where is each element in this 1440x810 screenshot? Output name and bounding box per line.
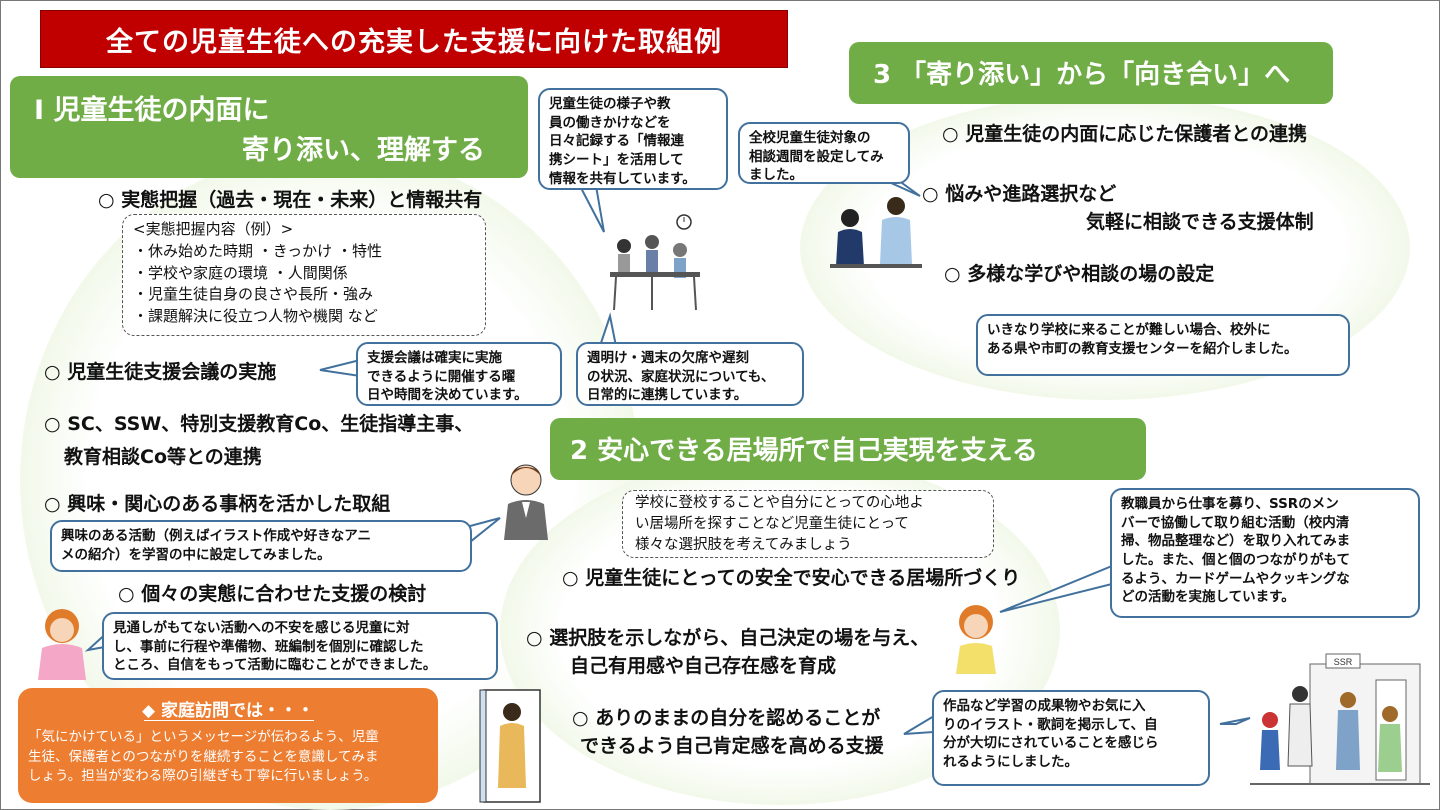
- bubble-consult-week: 全校児童生徒対象の 相談週間を設定してみ ました。: [738, 122, 910, 184]
- assessment-detail-box: <実態把握内容（例）> ・休み始めた時期 ・きっかけ ・特性 ・学校や家庭の環境…: [122, 214, 486, 336]
- item-staff-collaboration-1: ○ SC、SSW、特別支援教育Co、生徒指導主事、: [44, 413, 474, 435]
- counseling-illustration: [830, 197, 922, 268]
- home-visit-underline: [144, 720, 314, 721]
- item-safe-place: ○ 児童生徒にとっての安全で安心できる居場所づくり: [562, 567, 1021, 589]
- section3-heading-text: 3 「寄り添い」から「向き合い」へ: [873, 60, 1291, 90]
- item-individual-support: ○ 個々の実態に合わせた支援の検討: [118, 583, 427, 605]
- bubble-ssr-activities: 教職員から仕事を募り、SSRのメン バーで協働して取り組む活動（校内清 掃、物品…: [1110, 488, 1420, 618]
- item-support-meeting: ○ 児童生徒支援会議の実施: [44, 361, 277, 383]
- section2-heading: 2 安心できる居場所で自己実現を支える: [550, 418, 1146, 480]
- teacher-woman-illustration: [38, 609, 86, 680]
- item-self-decision-2: 自己有用感や自己存在感を育成: [570, 655, 837, 677]
- item-interest-activities: ○ 興味・関心のある事柄を活かした取組: [44, 493, 391, 515]
- section1-heading: Ⅰ 児童生徒の内面に 寄り添い、理解する: [10, 76, 528, 178]
- item-parent-collaboration: ○ 児童生徒の内面に応じた保護者との連携: [942, 123, 1308, 145]
- home-visit-heading: ◆ 家庭訪問では・・・: [142, 701, 314, 721]
- item-learning-places: ○ 多様な学びや相談の場の設定: [944, 263, 1215, 285]
- bubble-anxiety-support: 見通しがもてない活動への不安を感じる児童に対 し、事前に行程や準備物、班編制を個…: [102, 612, 498, 680]
- section3-heading: 3 「寄り添い」から「向き合い」へ: [849, 42, 1333, 104]
- door-visit-illustration: [479, 689, 541, 803]
- bubble-artwork-display: 作品など学習の成果物やお気に入 りのイラスト・歌詞を掲示して、自 分が大切にされ…: [932, 690, 1210, 786]
- ssr-sign-label: SSR: [1334, 657, 1353, 667]
- ssr-room-illustration: SSR: [1250, 653, 1430, 785]
- bubble-absence-tracking: 週明け・週末の欠席や遅刻 の状況、家庭状況についても、 日常的に連携しています。: [576, 342, 804, 406]
- item-consult-system-1: ○ 悩みや進路選択など: [922, 183, 1117, 205]
- bubble-interest-activity: 興味のある活動（例えばイラスト作成や好きなアニ メの紹介）を学習の中に設定してみ…: [50, 520, 472, 572]
- item-status-assessment: ○ 実態把握（過去・現在・未来）と情報共有: [98, 189, 483, 211]
- meeting-table-illustration: [610, 214, 700, 311]
- section1-heading-line1: Ⅰ 児童生徒の内面に: [34, 95, 270, 126]
- item-self-esteem-1: ○ ありのままの自分を認めることが: [572, 707, 881, 729]
- choices-dashed-box: 学校に登校することや自分にとっての心地よ い居場所を探すことなど児童生徒にとって…: [622, 490, 994, 558]
- student-girl-illustration: [956, 605, 996, 674]
- home-visit-box: ◆ 家庭訪問では・・・ 「気にかけている」というメッセージが伝わるよう、児童 生…: [18, 688, 438, 803]
- bubble-meeting-schedule: 支援会議は確実に実施 できるように開催する曜 日や時間を決めています。: [356, 342, 562, 406]
- section2-heading-text: 2 安心できる居場所で自己実現を支える: [570, 436, 1038, 466]
- item-staff-collaboration-2: 教育相談Co等との連携: [64, 446, 262, 468]
- bubble-info-sheet: 児童生徒の様子や教 員の働きかけなどを 日々記録する「情報連 携シート」を活用し…: [538, 88, 728, 190]
- bubble-support-center: いきなり学校に来ることが難しい場合、校外に ある県や市町の教育支援センターを紹介…: [976, 314, 1350, 376]
- item-self-esteem-2: できるよう自己肯定感を高める支援: [580, 735, 884, 757]
- section1-heading-line2: 寄り添い、理解する: [242, 135, 485, 166]
- item-self-decision-1: ○ 選択肢を示しながら、自己決定の場を与え、: [526, 627, 930, 649]
- item-consult-system-2: 気軽に相談できる支援体制: [1086, 211, 1314, 233]
- page-title: 全ての児童生徒への充実した支援に向けた取組例: [40, 10, 788, 68]
- home-visit-body: 「気にかけている」というメッセージが伝わるよう、児童 生徒、保護者とのつながりを…: [28, 729, 379, 785]
- teacher-man-illustration: [504, 464, 548, 540]
